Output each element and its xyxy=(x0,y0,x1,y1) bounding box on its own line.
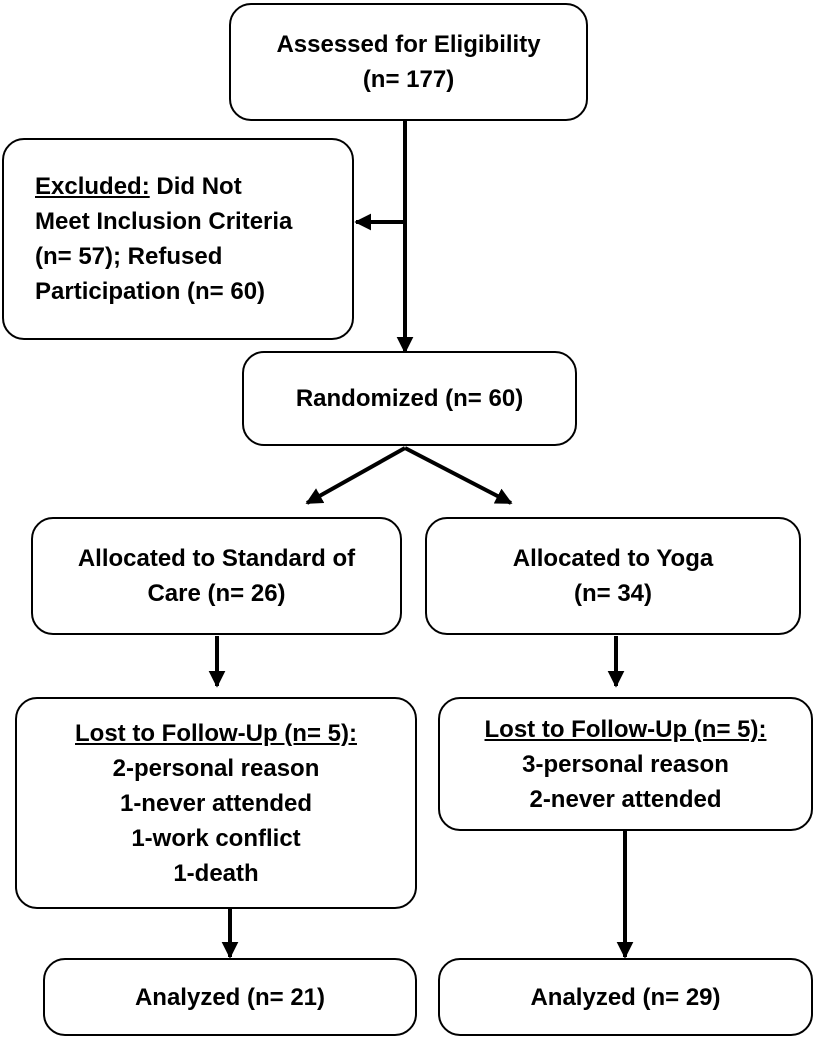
lost-standard-item: 1-death xyxy=(173,859,259,887)
yoga-line2: (n= 34) xyxy=(573,580,653,607)
lost-standard-box: Lost to Follow-Up (n= 5): 2-personal rea… xyxy=(15,697,417,909)
excluded-line2: Meet Inclusion Criteria xyxy=(35,208,293,235)
standard-care-line1: Allocated to Standard of xyxy=(77,545,356,572)
lost-standard-item: 1-never attended xyxy=(119,789,313,817)
excluded-line4: Participation (n= 60) xyxy=(35,278,266,305)
standard-care-line2: Care (n= 26) xyxy=(147,580,286,607)
assessed-box: Assessed for Eligibility (n= 177) xyxy=(229,3,588,121)
arrow-randomized-to-standard xyxy=(305,446,406,505)
standard-care-box: Allocated to Standard of Care (n= 26) xyxy=(31,517,402,635)
excluded-line3: (n= 57); Refused xyxy=(35,243,223,270)
lost-yoga-box: Lost to Follow-Up (n= 5): 3-personal rea… xyxy=(438,697,813,831)
analyzed-standard-box: Analyzed (n= 21) xyxy=(43,958,417,1036)
analyzed-standard-text: Analyzed (n= 21) xyxy=(134,983,326,1011)
excluded-box: Excluded: Did Not Meet Inclusion Criteri… xyxy=(2,138,354,340)
excluded-label: Excluded: xyxy=(35,173,150,200)
lost-yoga-item: 3-personal reason xyxy=(522,750,729,778)
yoga-line1: Allocated to Yoga xyxy=(512,545,714,572)
analyzed-yoga-text: Analyzed (n= 29) xyxy=(530,983,721,1011)
randomized-text: Randomized (n= 60) xyxy=(295,385,524,412)
excluded-line1: Excluded: Did Not xyxy=(35,169,242,204)
lost-standard-item: 1-work conflict xyxy=(131,824,301,852)
excluded-line1-rest: Did Not xyxy=(149,173,242,200)
lost-yoga-heading: Lost to Follow-Up (n= 5): xyxy=(484,715,767,743)
assessed-line2: (n= 177) xyxy=(362,66,455,93)
arrow-randomized-to-yoga xyxy=(404,446,513,505)
lost-yoga-item: 2-never attended xyxy=(529,785,722,813)
analyzed-yoga-box: Analyzed (n= 29) xyxy=(438,958,813,1036)
yoga-box: Allocated to Yoga (n= 34) xyxy=(425,517,801,635)
assessed-line1: Assessed for Eligibility xyxy=(276,31,541,58)
lost-standard-item: 2-personal reason xyxy=(112,754,320,782)
lost-standard-heading: Lost to Follow-Up (n= 5): xyxy=(75,719,357,747)
randomized-box: Randomized (n= 60) xyxy=(242,351,577,446)
